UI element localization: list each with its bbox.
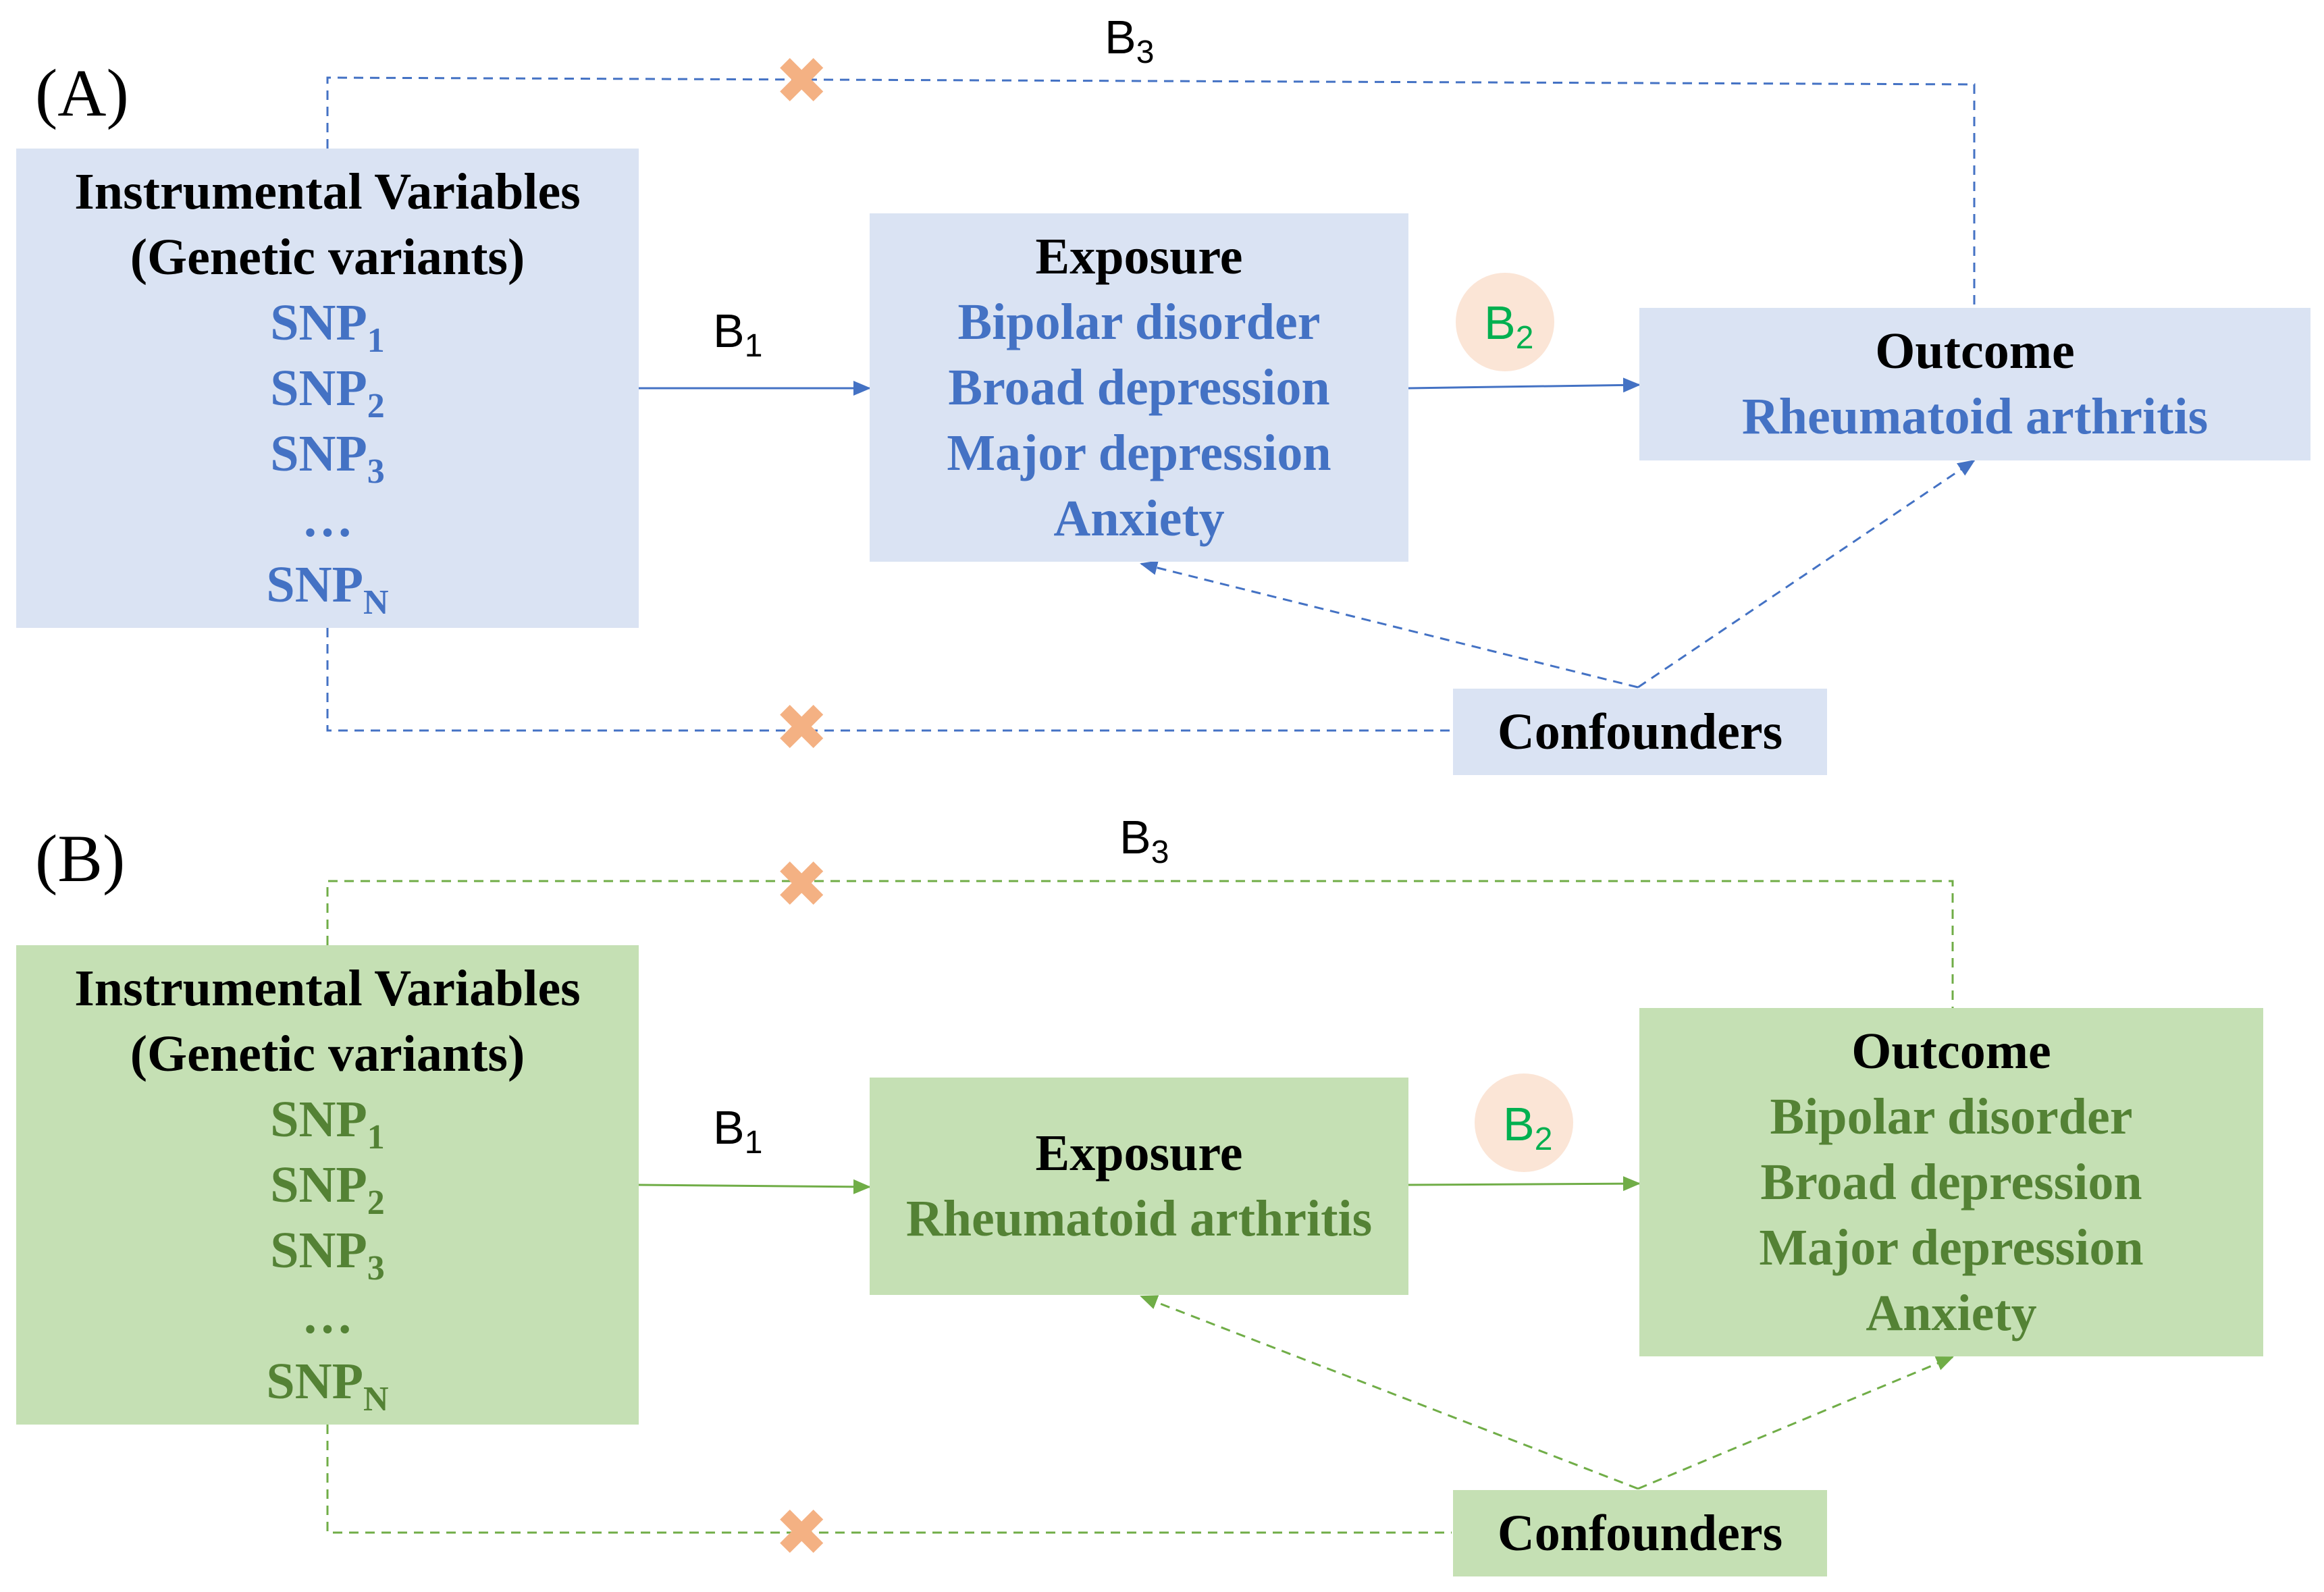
panel-b-outcome-box: Outcome Bipolar disorder Broad depressio…: [1639, 1008, 2263, 1356]
panel-a-instruments-title: Instrumental Variables: [74, 163, 581, 220]
panel-b-snp-3: SNP3: [270, 1221, 385, 1288]
panel-b-snp-1: SNP1: [270, 1090, 385, 1157]
panel-a-b1-label: B1: [713, 304, 763, 364]
panel-b-outcome-item: Broad depression: [1760, 1153, 2142, 1211]
panel-a-instrument-confounder-dashed-path: [326, 628, 1452, 732]
panel-a-snp-1: SNP1: [270, 294, 385, 360]
panel-b-lines: [326, 880, 1954, 1534]
panel-b-exposure-box: Exposure Rheumatoid arthritis: [870, 1078, 1408, 1295]
panel-b-exposure-title: Exposure: [1035, 1125, 1243, 1182]
panel-b-outcome-item: Major depression: [1759, 1219, 2144, 1276]
panel-a-snp-3: SNP3: [270, 425, 385, 491]
cross-icon: ✖: [774, 43, 829, 119]
panel-a-exposure-item: Broad depression: [948, 359, 1330, 416]
panel-b-snp-n: SNPN: [266, 1352, 389, 1418]
panel-a-instruments-subtitle: (Genetic variants): [130, 228, 525, 286]
cross-icon: ✖: [774, 847, 829, 922]
panel-b-confounder-exposure-arrow: [1140, 1295, 1639, 1490]
panel-b-b1-label: B1: [713, 1101, 763, 1161]
panel-a-instruments-box: Instrumental Variables (Genetic variants…: [16, 149, 639, 628]
panel-a-snp-2: SNP2: [270, 359, 385, 425]
panel-b-outcome-title: Outcome: [1851, 1022, 2051, 1080]
panel-a-b3-label: B3: [1105, 11, 1155, 70]
panel-b-exposure-item: Rheumatoid arthritis: [905, 1190, 1373, 1247]
cross-icon: ✖: [774, 690, 829, 766]
panel-b-b2-circle: [1475, 1073, 1573, 1172]
panel-a-snp-ellipsis: …: [302, 490, 353, 548]
panel-a-exposure-title: Exposure: [1035, 228, 1243, 285]
panel-a-b2-circle: [1456, 273, 1554, 371]
panel-a-outcome-item: Rheumatoid arthritis: [1741, 388, 2209, 445]
panel-b-confounders-label: Confounders: [1497, 1504, 1783, 1562]
panel-b-b3-dashed-path: [326, 880, 1954, 1008]
panel-a-b2-arrow: [1408, 377, 1641, 393]
cross-icon: ✖: [774, 1495, 829, 1570]
panel-a-outcome-box: Outcome Rheumatoid arthritis: [1639, 308, 2310, 460]
panel-b-label: (B): [35, 821, 126, 896]
panel-b-b2-label: B2: [1503, 1098, 1553, 1157]
panel-b-outcome-item: Anxiety: [1866, 1284, 2037, 1342]
panel-b-b3-label: B3: [1119, 811, 1169, 870]
panel-a-outcome-title: Outcome: [1875, 323, 2075, 379]
panel-b-instruments-subtitle: (Genetic variants): [130, 1025, 525, 1082]
panel-a-exposure-box: Exposure Bipolar disorder Broad depressi…: [870, 213, 1408, 562]
panel-b-outcome-item: Bipolar disorder: [1770, 1088, 2133, 1145]
panel-b-instrument-confounder-dashed-path: [326, 1425, 1452, 1534]
panel-b-b1-arrow: [638, 1179, 871, 1194]
panel-a-snp-n: SNPN: [266, 556, 389, 622]
panel-a-confounder-exposure-arrow: [1140, 560, 1639, 689]
panel-b-instruments-title: Instrumental Variables: [74, 959, 581, 1017]
panel-b-instruments-box: Instrumental Variables (Genetic variants…: [16, 945, 639, 1425]
panel-a-exposure-item: Major depression: [947, 424, 1331, 481]
panel-a-exposure-item: Anxiety: [1053, 489, 1225, 547]
panel-b-b2-arrow: [1408, 1176, 1641, 1192]
panel-a-confounder-outcome-arrow: [1637, 459, 1976, 689]
panel-a-b2-label: B2: [1484, 296, 1534, 356]
panel-a-confounders-label: Confounders: [1497, 703, 1783, 760]
panel-b-confounder-outcome-arrow: [1637, 1356, 1954, 1490]
panel-b-snp-2: SNP2: [270, 1156, 385, 1222]
panel-b-snp-ellipsis: …: [302, 1287, 353, 1344]
panel-a-b3-dashed-path: [326, 76, 1976, 307]
panel-a-confounders-box: Confounders: [1453, 689, 1827, 775]
panel-b-confounders-box: Confounders: [1453, 1490, 1827, 1576]
panel-a-label: (A): [35, 55, 129, 130]
panel-a-exposure-item: Bipolar disorder: [957, 293, 1321, 350]
panel-a-lines: [326, 76, 1976, 732]
